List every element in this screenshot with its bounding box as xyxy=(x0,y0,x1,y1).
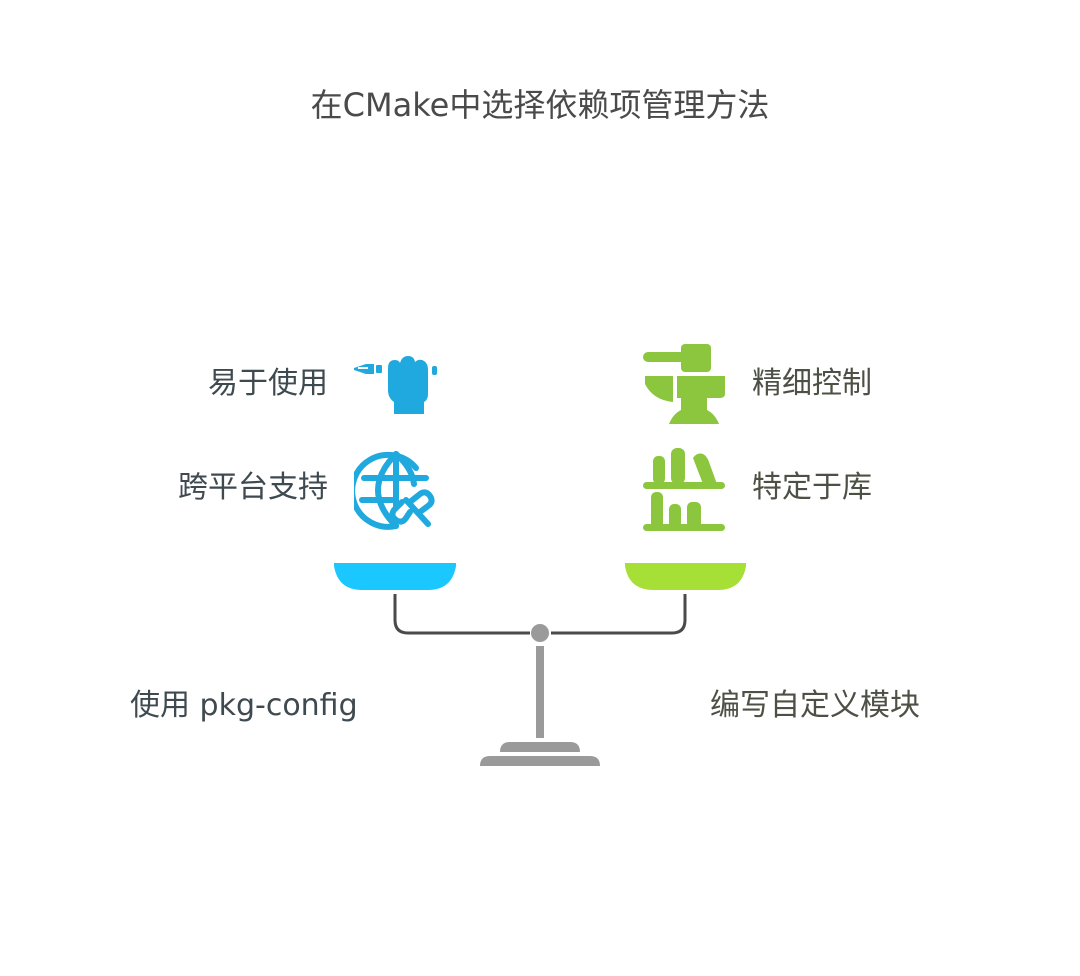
scale-base-top xyxy=(500,742,580,752)
feature-label-fine-control: 精细控制 xyxy=(752,366,872,401)
globe-link-icon xyxy=(354,448,438,532)
option-label-custom-module: 编写自定义模块 xyxy=(710,688,920,723)
bookshelf-icon xyxy=(643,446,727,532)
scale-post xyxy=(536,646,544,738)
anvil-hammer-icon xyxy=(643,344,727,428)
scale-beam xyxy=(393,594,530,635)
right-pan xyxy=(625,563,746,590)
feature-label-ease-of-use: 易于使用 xyxy=(208,366,328,401)
diagram-title: 在CMake中选择依赖项管理方法 xyxy=(310,86,770,124)
scale-pivot xyxy=(531,624,549,642)
hand-holding-pen-icon xyxy=(352,354,440,416)
option-label-pkg-config: 使用 pkg-config xyxy=(130,688,358,723)
scale-base-bottom xyxy=(480,756,600,766)
feature-label-library-specific: 特定于库 xyxy=(752,470,872,505)
feature-label-cross-platform: 跨平台支持 xyxy=(178,470,328,505)
left-pan xyxy=(334,563,456,590)
